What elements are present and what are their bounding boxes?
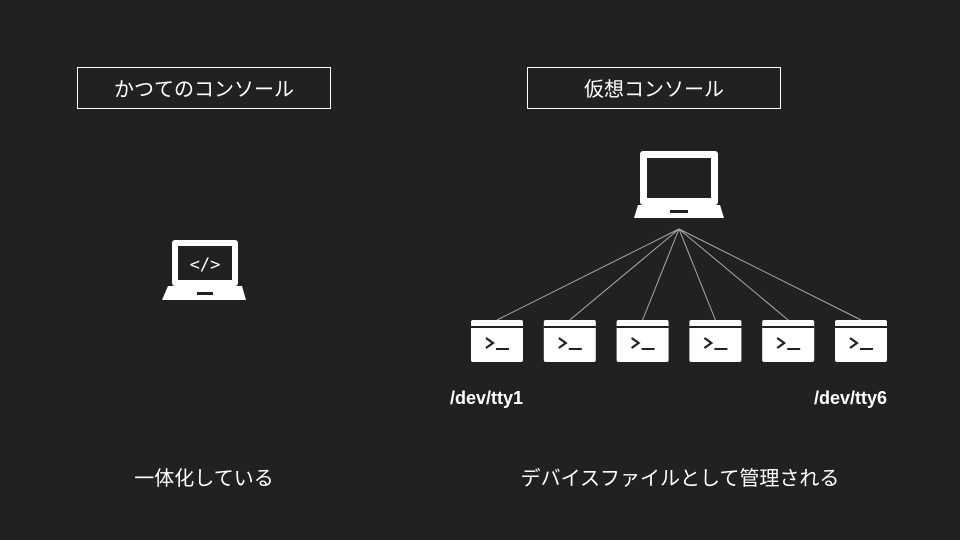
device-label-last: /dev/tty6 <box>814 388 888 408</box>
old-console-caption: 一体化している <box>134 466 274 490</box>
connection-line <box>678 228 789 321</box>
terminal-icon <box>471 320 523 362</box>
connection-lines <box>496 228 862 321</box>
terminal-icon <box>835 320 887 362</box>
connection-line <box>678 228 716 321</box>
device-label-first: /dev/tty1 <box>450 388 524 408</box>
old-console-title: かつてのコンソール <box>77 67 331 109</box>
terminal-icon <box>762 320 815 362</box>
svg-text:</>: </> <box>190 255 221 275</box>
terminal-icon <box>616 320 669 362</box>
terminals <box>471 320 887 362</box>
connection-line <box>496 228 680 321</box>
connection-line <box>642 228 680 321</box>
virtual-console-caption: デバイスファイルとして管理される <box>520 466 840 490</box>
terminal-icon <box>543 320 596 362</box>
connection-line <box>569 228 680 321</box>
code-laptop-icon: </> <box>162 240 246 300</box>
connection-line <box>678 228 862 321</box>
terminal-icon <box>689 320 742 362</box>
virtual-console-title: 仮想コンソール <box>527 67 781 109</box>
laptop-icon <box>634 151 724 218</box>
